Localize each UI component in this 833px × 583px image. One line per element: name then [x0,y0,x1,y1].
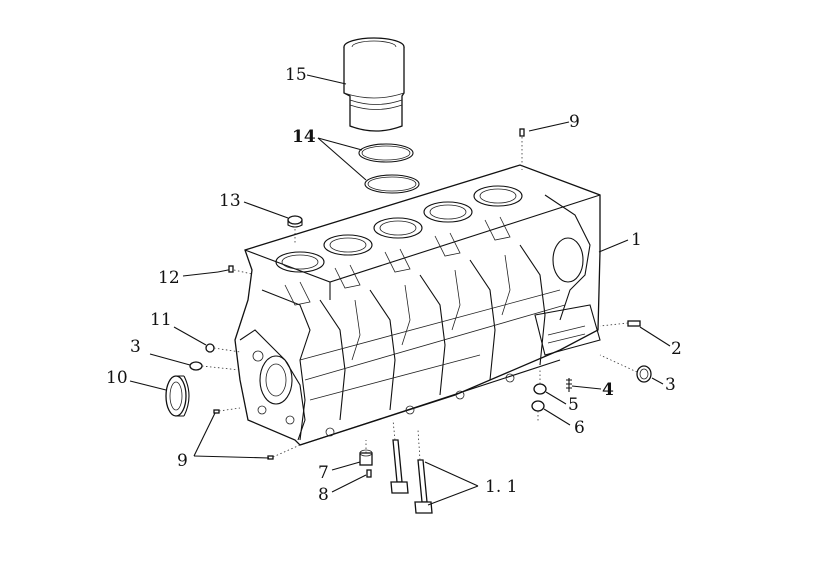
pin-part-2 [599,320,641,327]
label-9-bottom: 9 [177,451,188,471]
seal-rings-part-14 [358,143,420,194]
bolt-part-12 [217,265,253,275]
label-6: 6 [574,418,585,438]
label-4: 4 [602,380,614,400]
sleeve-part-7 [359,440,373,466]
label-1-1: 1. 1 [485,477,517,497]
label-3-right: 3 [665,375,676,395]
nut-part-6 [531,400,545,422]
label-15: 15 [285,65,307,85]
label-2: 2 [671,339,682,359]
label-14: 14 [292,127,316,147]
seal-part-10 [165,375,190,417]
stud-part-4 [566,378,572,392]
label-9-top: 9 [569,112,580,132]
label-11: 11 [150,310,172,330]
part-labels: 15 14 9 13 1 12 11 2 3 3 10 4 5 6 9 7 8 … [106,65,682,505]
main-bearing-bolts-part-1-1 [390,419,433,514]
plug-part-11 [205,343,241,353]
dowel-pin-part-9-top [519,128,525,170]
plug-part-3-left [189,361,241,371]
plug-part-13 [287,215,303,245]
label-13: 13 [219,191,241,211]
pin-part-8 [366,469,372,478]
label-12: 12 [158,268,180,288]
label-7: 7 [318,463,329,483]
label-3-left: 3 [130,337,141,357]
label-5: 5 [568,395,579,415]
cylinder-liner-part-15 [343,37,405,132]
label-10: 10 [106,368,128,388]
engine-block-part-1 [234,164,601,446]
nut-part-5 [533,370,547,395]
plug-part-3-right [599,354,652,383]
label-1: 1 [631,230,642,250]
label-8: 8 [318,485,329,505]
leader-lines [129,74,671,506]
